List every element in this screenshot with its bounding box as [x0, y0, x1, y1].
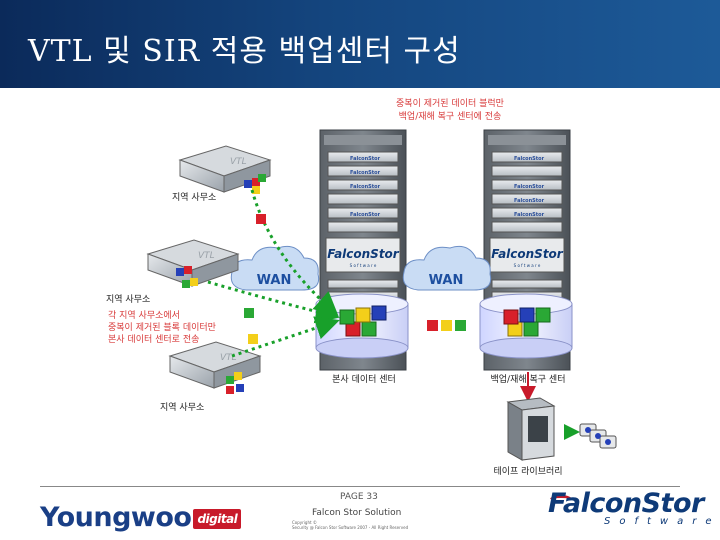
branch-server-3: VTL 지역 사무소: [160, 341, 262, 413]
hq-label: 본사 데이터 센터: [332, 374, 396, 385]
transfer-blocks: [427, 320, 466, 331]
branch-office-label: 지역 사무소: [172, 192, 216, 203]
hq-unit-brand: FalconStor: [350, 170, 381, 176]
footer-divider: [40, 486, 680, 487]
transfer-arrows: [207, 189, 340, 358]
hq-unit-brand: FalconStor: [350, 212, 381, 218]
hq-rack-brand: FalconStor: [327, 247, 400, 261]
slide-title: VTL 및 SIR 적용 백업센터 구성: [28, 34, 461, 69]
vtl-text: VTL: [198, 251, 215, 261]
dr-rack-brand-sub: S o f t w a r e: [514, 263, 541, 268]
top-note-line1: 중복이 제거된 데이터 블럭만: [396, 97, 504, 109]
falconstor-logo: FalconStor: [548, 488, 704, 519]
branch-server-2: VTL 지역 사무소: [106, 239, 240, 305]
wan-cloud-2: WAN: [402, 245, 492, 291]
tape-cartridges: [564, 423, 617, 449]
footer-subtitle: Falcon Stor Solution: [312, 508, 402, 518]
dr-unit-brand: FalconStor: [514, 184, 545, 190]
falconstor-swoosh-icon: [550, 495, 572, 504]
dr-unit-brand: FalconStor: [514, 198, 545, 204]
wan-label: WAN: [257, 273, 292, 288]
branch-server-1: VTL 지역 사무소: [172, 145, 272, 203]
vtl-text: VTL: [220, 353, 237, 363]
copyright: Copyright © Security @ Falcon Stor Softw…: [292, 520, 452, 530]
dr-unit-brand: FalconStor: [514, 212, 545, 218]
branch-note-line1: 각 지역 사무소에서: [108, 309, 180, 321]
dr-unit-brand: FalconStor: [514, 156, 545, 162]
copyright-line1: Copyright ©: [292, 520, 317, 525]
branch-office-label: 지역 사무소: [160, 402, 204, 413]
hq-storage-cylinder: [315, 293, 409, 359]
wan-label: WAN: [429, 273, 464, 288]
falconstor-logo-sub: Software: [604, 516, 720, 527]
wan-cloud-1: WAN: [230, 245, 320, 291]
copyright-line2: Security @ Falcon Stor Software 2007 - A…: [292, 525, 409, 530]
top-note-line2: 백업/재해 복구 센터에 전송: [399, 111, 502, 122]
tape-library-label: 테이프 라이브러리: [493, 466, 562, 477]
hq-unit-brand: FalconStor: [350, 156, 381, 162]
hq-rack-brand-sub: S o f t w a r e: [350, 263, 377, 268]
title-bar: VTL 및 SIR 적용 백업센터 구성: [0, 0, 720, 88]
backup-center-diagram: 중복이 제거된 데이터 블럭만 백업/재해 복구 센터에 전송 FalconSt…: [106, 97, 617, 477]
tape-library: [506, 397, 556, 461]
branch-blocks: [244, 214, 266, 344]
vtl-text: VTL: [230, 157, 247, 167]
page-number: PAGE 33: [340, 492, 378, 502]
dr-rack-brand: FalconStor: [491, 247, 564, 261]
branch-note-line2: 중복이 제거된 블록 데이터만: [108, 321, 216, 333]
youngwoo-logo-text: Youngwoo: [40, 502, 192, 533]
digital-badge: digital: [193, 508, 242, 529]
branch-office-label: 지역 사무소: [106, 294, 150, 305]
branch-note-line3: 본사 데이터 센터로 전송: [108, 334, 199, 345]
branch-note: 각 지역 사무소에서 중복이 제거된 블록 데이터만 본사 데이터 센터로 전송: [108, 309, 216, 345]
hq-unit-brand: FalconStor: [350, 184, 381, 190]
dr-storage-cylinder: [479, 293, 573, 359]
